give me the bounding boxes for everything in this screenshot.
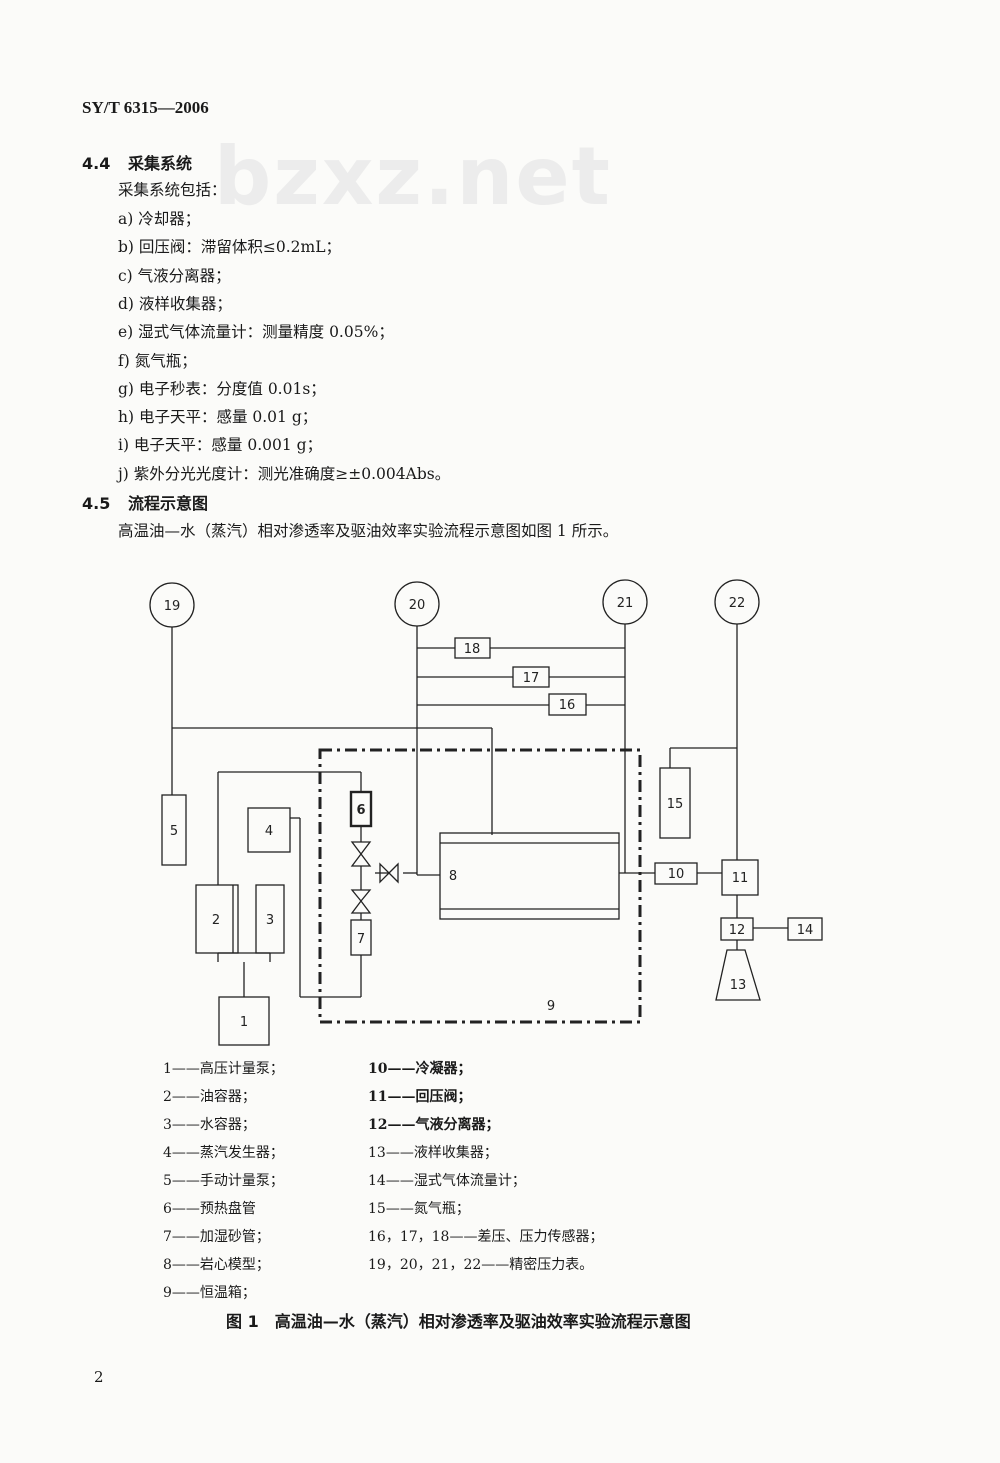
legend-item: 9——恒温箱；: [163, 1285, 256, 1301]
section-body: 高温油—水（蒸汽）相对渗透率及驱油效率实验流程示意图如图 1 所示。: [118, 522, 619, 540]
box-2: [195, 884, 239, 954]
list-item: g) 电子秒表：分度值 0.01s；: [118, 380, 326, 398]
section-heading-4-5: 4.5 流程示意图: [82, 490, 208, 514]
watermark: bzxz.net: [214, 130, 612, 223]
label-13: 13: [730, 978, 747, 993]
list-item: c) 气液分离器；: [118, 267, 231, 285]
label-6: 6: [356, 803, 365, 818]
box-1: [218, 996, 270, 1046]
label-2: 2: [212, 913, 220, 928]
legend-item: 14——湿式气体流量计；: [368, 1173, 526, 1189]
list-item: e) 湿式气体流量计：测量精度 0.05%；: [118, 323, 394, 341]
box-18: [454, 637, 491, 659]
box-13: [715, 949, 761, 1001]
legend-item: 6——预热盘管: [163, 1201, 256, 1217]
valve-icon: [350, 889, 372, 914]
list-item: i) 电子天平：感量 0.001 g；: [118, 436, 323, 454]
oven-boundary: [318, 748, 642, 1024]
legend-item: 7——加湿砂管；: [163, 1229, 270, 1245]
box-4: [247, 807, 291, 853]
label-8: 8: [449, 869, 457, 884]
label-4: 4: [265, 824, 273, 839]
label-12: 12: [729, 923, 746, 938]
section-heading-4-4: 4.4 采集系统: [82, 150, 192, 174]
label-9: 9: [547, 999, 555, 1014]
valve-icon: [350, 841, 372, 867]
list-item: j) 紫外分光光度计：测光准确度≥±0.004Abs。: [118, 465, 451, 483]
label-14: 14: [797, 923, 814, 938]
section-number: 4.5: [82, 494, 111, 513]
legend-item: 2——油容器；: [163, 1089, 256, 1105]
legend-item: 16，17，18——差压、压力传感器；: [368, 1229, 604, 1245]
label-18: 18: [464, 642, 481, 657]
legend-item: 15——氮气瓶；: [368, 1201, 470, 1217]
label-7: 7: [357, 932, 365, 947]
legend-item: 19，20，21，22——精密压力表。: [368, 1257, 594, 1273]
label-17: 17: [523, 671, 540, 686]
figure-caption: 图 1 高温油—水（蒸汽）相对渗透率及驱油效率实验流程示意图: [226, 1312, 691, 1331]
label-22: 22: [729, 596, 746, 611]
label-19: 19: [164, 599, 181, 614]
legend-item: 10——冷凝器；: [368, 1061, 472, 1077]
box-17: [512, 666, 550, 688]
section-title: 流程示意图: [128, 494, 209, 513]
label-3: 3: [266, 913, 274, 928]
legend-item: 11——回压阀；: [368, 1089, 472, 1105]
pipe-lines: [171, 624, 788, 998]
legend-item: 13——液样收集器；: [368, 1145, 498, 1161]
box-11: [721, 859, 759, 896]
box-12: [720, 917, 754, 941]
box-8: [439, 832, 620, 920]
section-intro: 采集系统包括：: [118, 181, 227, 199]
box-14: [787, 917, 823, 941]
page-number: 2: [94, 1368, 104, 1386]
list-item: h) 电子天平：感量 0.01 g；: [118, 408, 318, 426]
list-item: f) 氮气瓶；: [118, 352, 197, 370]
legend-item: 8——岩心模型；: [163, 1257, 270, 1273]
label-1: 1: [240, 1015, 248, 1030]
box-5: [161, 794, 187, 866]
label-10: 10: [668, 867, 685, 882]
box-10: [654, 862, 698, 885]
box-7: [350, 919, 372, 956]
legend-item: 3——水容器；: [163, 1117, 256, 1133]
list-item: a) 冷却器；: [118, 210, 201, 228]
list-item: d) 液样收集器；: [118, 295, 232, 313]
legend-item: 5——手动计量泵；: [163, 1173, 284, 1189]
label-21: 21: [617, 596, 634, 611]
valve-icon: [379, 862, 399, 884]
section-number: 4.4: [82, 154, 111, 173]
box-6: [349, 790, 373, 828]
box-3: [255, 884, 285, 954]
list-item: b) 回压阀：滞留体积≤0.2mL；: [118, 238, 342, 256]
document-code: SY/T 6315—2006: [82, 98, 209, 117]
legend-item: 12——气液分离器；: [368, 1117, 500, 1133]
legend-item: 1——高压计量泵；: [163, 1061, 284, 1077]
label-20: 20: [409, 598, 426, 613]
label-15: 15: [667, 797, 684, 812]
box-16: [548, 693, 587, 716]
label-5: 5: [170, 824, 178, 839]
box-15: [659, 767, 691, 839]
label-11: 11: [732, 871, 749, 886]
section-title: 采集系统: [128, 154, 193, 173]
label-16: 16: [559, 698, 576, 713]
legend-item: 4——蒸汽发生器；: [163, 1145, 284, 1161]
